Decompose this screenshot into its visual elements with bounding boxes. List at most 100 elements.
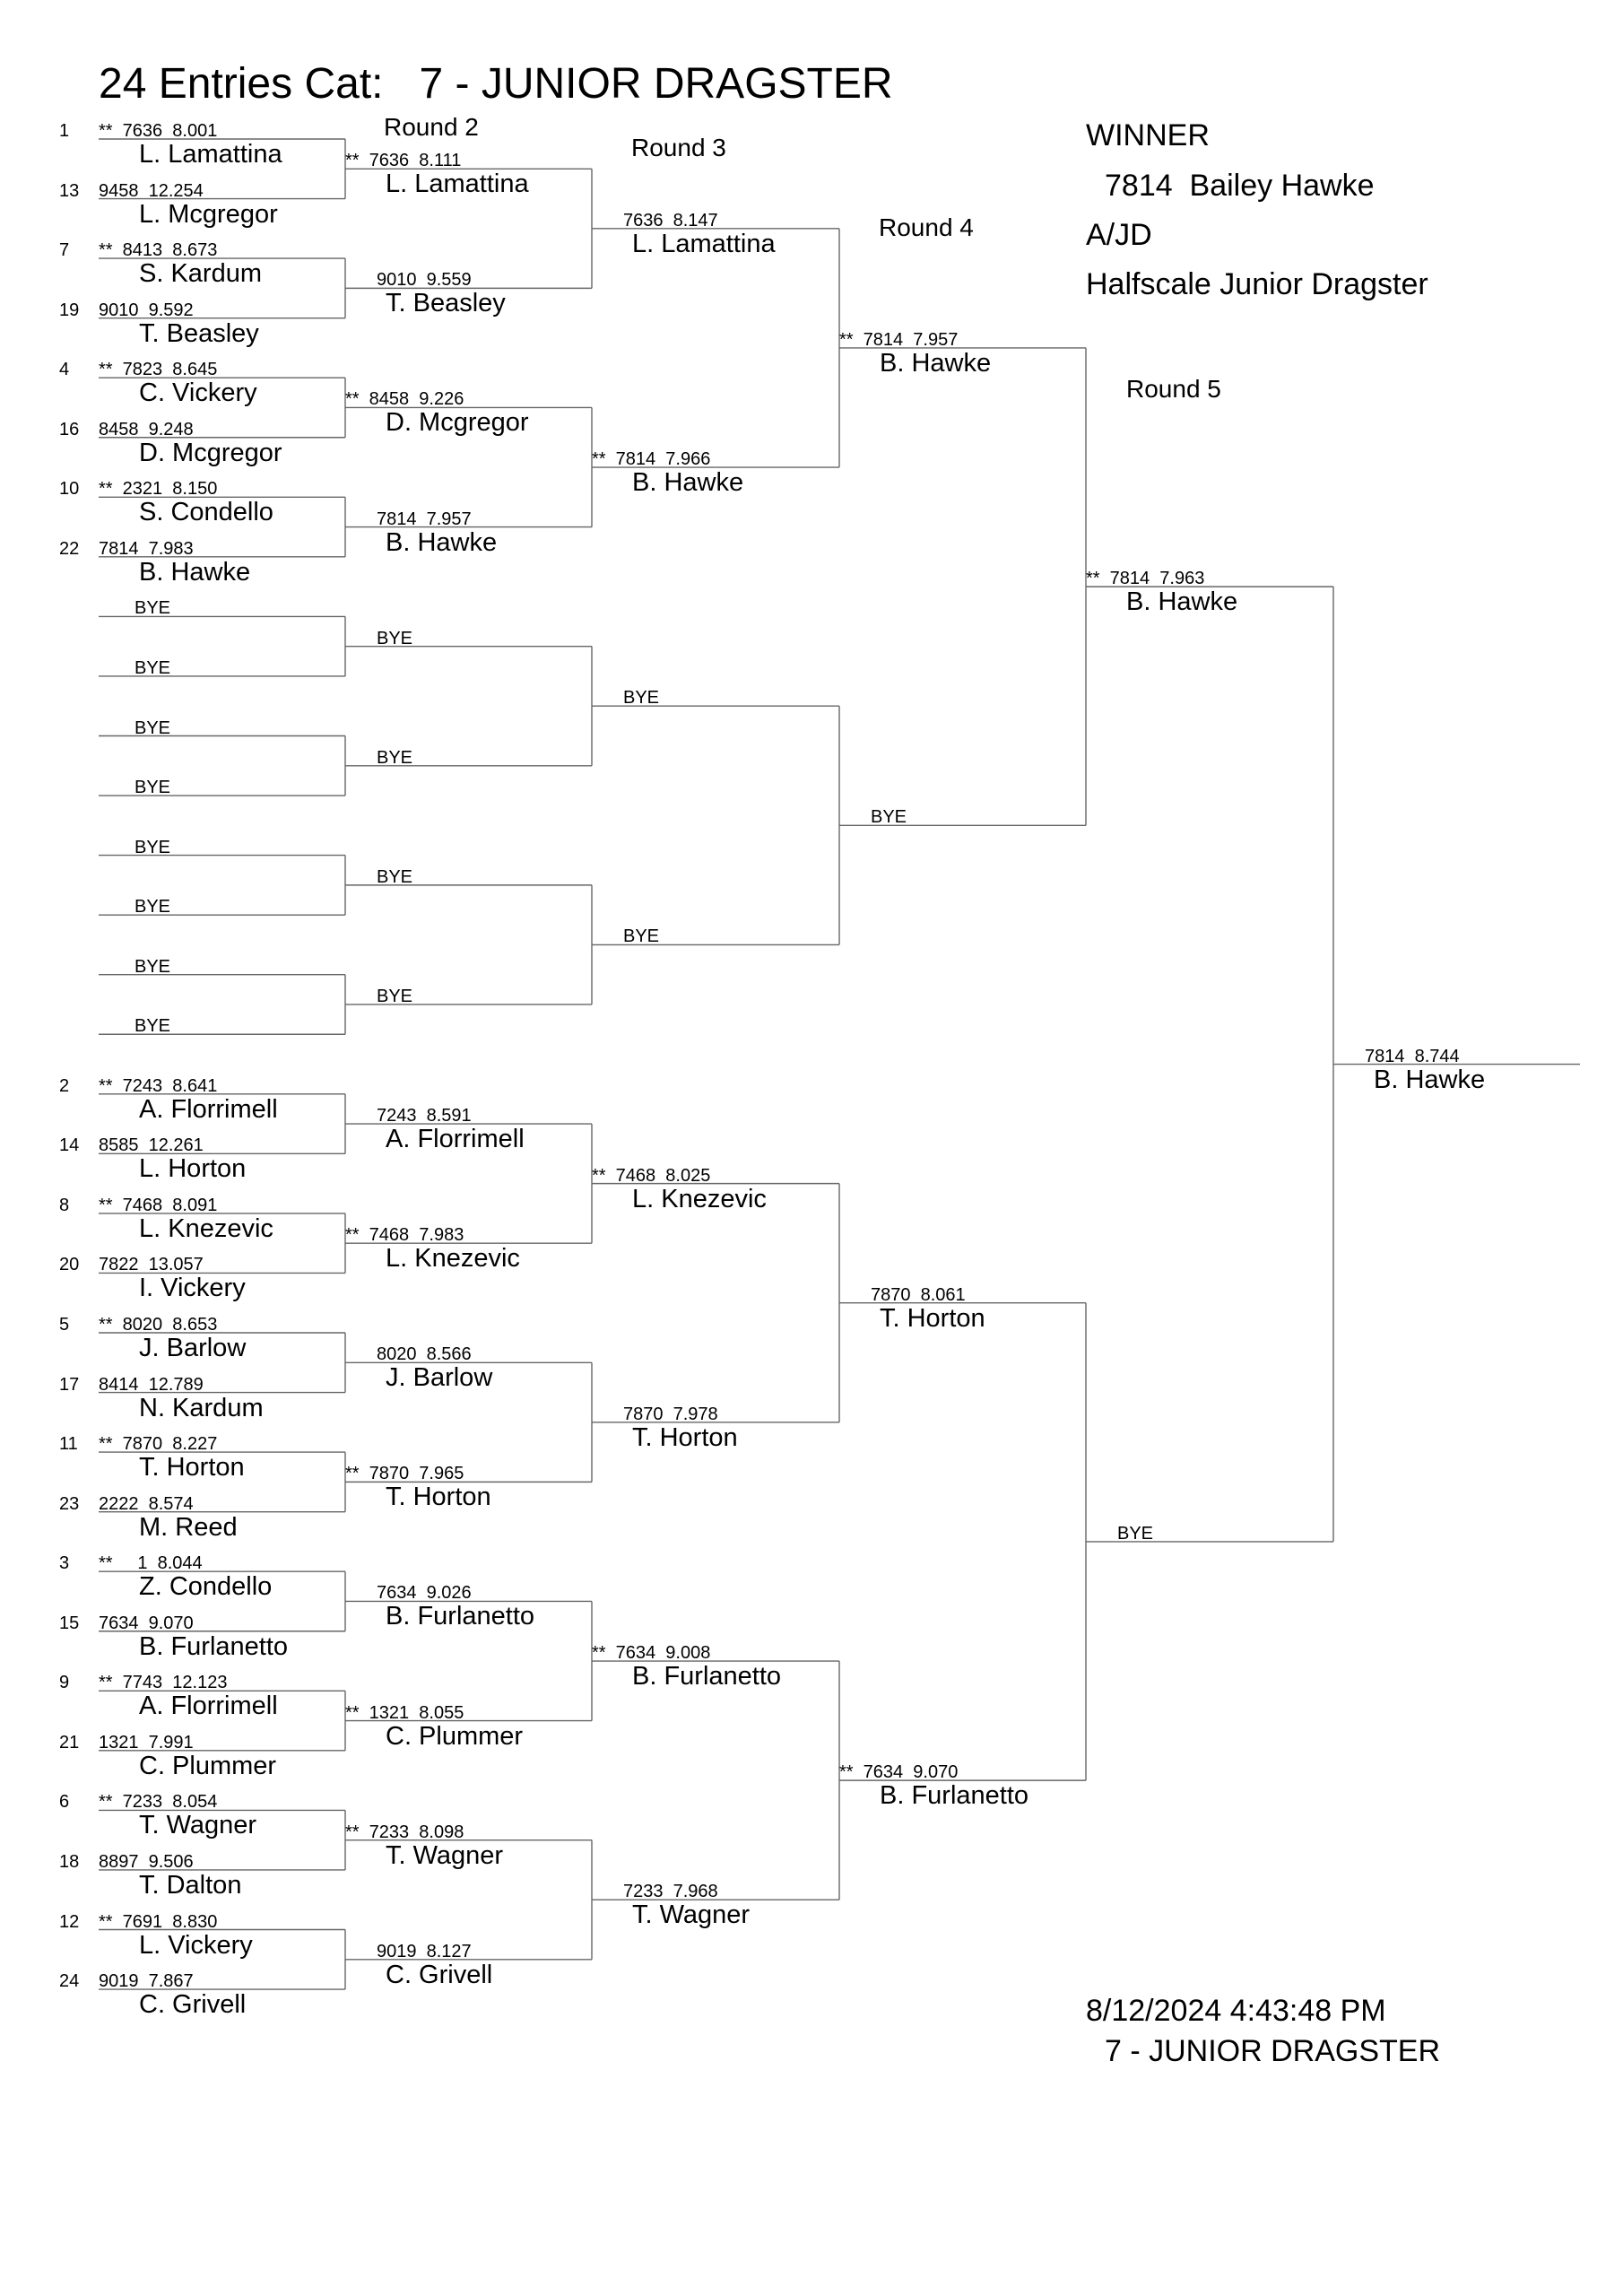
round1-entry-result: ** 8413 8.673 — [99, 240, 218, 261]
winner-entry: 7814 Bailey Hawke — [1105, 169, 1375, 203]
round2-entry-result: BYE — [377, 866, 413, 887]
round2-driver-name: L. Lamattina — [386, 170, 529, 199]
winner-label: WINNER — [1086, 118, 1210, 152]
round1-driver-name: B. Hawke — [139, 557, 251, 587]
round2-entry-result: 7243 8.591 — [377, 1106, 472, 1126]
seed-number: 1 — [59, 121, 70, 141]
round1-entry-result: 7814 7.983 — [99, 538, 194, 559]
round1-entry-result: BYE — [135, 837, 171, 857]
round1-entry-result: 7822 13.057 — [99, 1255, 204, 1275]
round1-entry-result: ** 7743 12.123 — [99, 1673, 228, 1693]
round-3-label: Round 3 — [631, 134, 726, 161]
round2-entry-result: BYE — [377, 628, 413, 648]
round1-driver-name: L. Vickery — [139, 1930, 253, 1960]
round3-entry-result: ** 7634 9.008 — [592, 1643, 711, 1664]
seed-number: 20 — [59, 1255, 80, 1275]
final-driver-name: B. Hawke — [1374, 1065, 1486, 1094]
round1-driver-name: L. Lamattina — [139, 140, 282, 169]
round2-entry-result: BYE — [377, 986, 413, 1006]
seed-number: 16 — [59, 419, 80, 439]
round5-driver-name: B. Hawke — [1126, 587, 1238, 617]
round2-entry-result: ** 7233 8.098 — [345, 1822, 464, 1842]
page-title: 24 Entries Cat: 7 - JUNIOR DRAGSTER — [99, 60, 893, 108]
round1-entry-result: 9458 12.254 — [99, 180, 204, 201]
round2-entry-result: 7814 7.957 — [377, 509, 472, 529]
round2-driver-name: T. Horton — [386, 1483, 491, 1512]
seed-number: 4 — [59, 360, 70, 380]
seed-number: 2 — [59, 1075, 70, 1096]
round1-entry-result: BYE — [135, 956, 171, 977]
round1-entry-result: ** 8020 8.653 — [99, 1315, 218, 1335]
seed-number: 9 — [59, 1673, 70, 1693]
round5-entry-result: BYE — [1117, 1523, 1154, 1544]
round1-driver-name: A. Florrimell — [139, 1094, 278, 1124]
seed-number: 11 — [59, 1434, 78, 1455]
seed-number: 24 — [59, 1971, 80, 1992]
round2-entry-result: ** 8458 9.226 — [345, 389, 464, 410]
seed-number: 8 — [59, 1195, 70, 1215]
round1-entry-result: ** 7870 8.227 — [99, 1434, 218, 1455]
round1-driver-name: I. Vickery — [139, 1274, 246, 1303]
seed-number: 12 — [59, 1911, 80, 1932]
round1-entry-result: ** 1 8.044 — [99, 1553, 203, 1574]
round3-entry-result: 7636 8.147 — [623, 210, 718, 230]
winner-class: A/JD — [1086, 218, 1152, 252]
round4-entry-result: 7870 8.061 — [871, 1284, 966, 1305]
round1-entry-result: 9010 9.592 — [99, 300, 194, 320]
round1-entry-result: 1321 7.991 — [99, 1732, 194, 1752]
seed-number: 15 — [59, 1613, 80, 1633]
seed-number: 13 — [59, 180, 80, 201]
round1-driver-name: D. Mcgregor — [139, 438, 282, 467]
round1-entry-result: 8897 9.506 — [99, 1851, 194, 1872]
seed-number: 10 — [59, 479, 80, 500]
round1-entry-result: ** 7691 8.830 — [99, 1911, 218, 1932]
round2-entry-result: 8020 8.566 — [377, 1344, 472, 1365]
seed-number: 7 — [59, 240, 70, 261]
round2-entry-result: 9010 9.559 — [377, 270, 472, 291]
round3-entry-result: BYE — [623, 926, 660, 947]
round5-entry-result: ** 7814 7.963 — [1086, 569, 1205, 589]
final-entry-result: 7814 8.744 — [1365, 1046, 1460, 1066]
round1-driver-name: T. Beasley — [139, 318, 259, 348]
round1-driver-name: T. Horton — [139, 1453, 245, 1483]
seed-number: 23 — [59, 1493, 80, 1514]
round-5-label: Round 5 — [1126, 375, 1221, 403]
seed-number: 17 — [59, 1374, 80, 1395]
round3-driver-name: T. Wagner — [632, 1900, 751, 1930]
round1-entry-result: ** 7468 8.091 — [99, 1195, 218, 1215]
round2-driver-name: L. Knezevic — [386, 1244, 520, 1274]
round2-entry-result: ** 7636 8.111 — [345, 151, 462, 171]
round1-driver-name: T. Dalton — [139, 1870, 242, 1900]
seed-number: 18 — [59, 1851, 80, 1872]
round1-driver-name: C. Grivell — [139, 1990, 247, 2020]
round1-entry-result: 2222 8.574 — [99, 1493, 194, 1514]
round1-entry-result: BYE — [135, 598, 171, 619]
round4-entry-result: BYE — [871, 807, 907, 828]
round1-driver-name: C. Vickery — [139, 378, 257, 408]
round2-driver-name: A. Florrimell — [386, 1125, 525, 1154]
round1-driver-name: C. Plummer — [139, 1751, 277, 1780]
round1-driver-name: A. Florrimell — [139, 1692, 278, 1721]
round1-driver-name: S. Condello — [139, 498, 273, 527]
round2-entry-result: BYE — [377, 747, 413, 768]
round2-entry-result: ** 1321 8.055 — [345, 1702, 464, 1723]
round1-entry-result: ** 7636 8.001 — [99, 121, 218, 141]
round1-entry-result: BYE — [135, 1016, 171, 1037]
round3-driver-name: T. Horton — [632, 1422, 738, 1452]
round1-driver-name: S. Kardum — [139, 259, 262, 289]
round1-entry-result: 9019 7.867 — [99, 1971, 194, 1992]
round2-driver-name: J. Barlow — [386, 1363, 493, 1393]
round1-driver-name: T. Wagner — [139, 1811, 257, 1840]
round1-entry-result: BYE — [135, 657, 171, 678]
round2-entry-result: ** 7468 7.983 — [345, 1225, 464, 1246]
round1-entry-result: 8458 9.248 — [99, 419, 194, 439]
round3-entry-result: ** 7468 8.025 — [592, 1165, 711, 1186]
round2-driver-name: T. Beasley — [386, 289, 506, 318]
seed-number: 5 — [59, 1315, 70, 1335]
seed-number: 3 — [59, 1553, 70, 1574]
round2-entry-result: ** 7870 7.965 — [345, 1464, 464, 1484]
round1-entry-result: BYE — [135, 778, 171, 798]
round3-driver-name: L. Knezevic — [632, 1184, 767, 1213]
round3-driver-name: B. Furlanetto — [632, 1662, 782, 1692]
round1-entry-result: ** 7243 8.641 — [99, 1075, 218, 1096]
